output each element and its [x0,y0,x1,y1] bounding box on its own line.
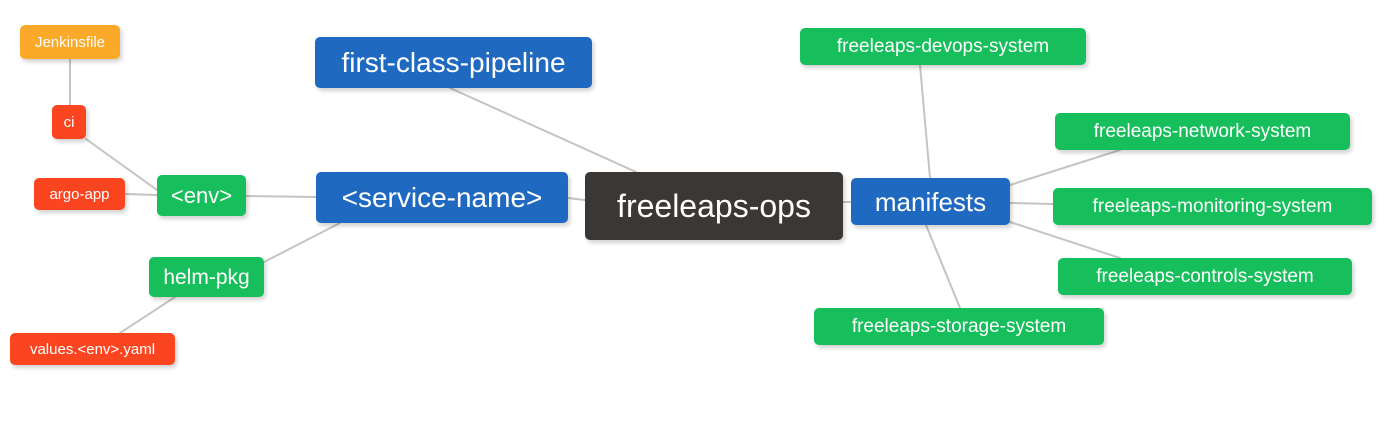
node-argo-app[interactable]: argo-app [34,178,125,210]
node-label-network-system: freeleaps-network-system [1093,121,1312,142]
edge-manifests-to-network-system [1009,149,1121,186]
node-label-freeleaps-ops: freeleaps-ops [617,188,811,224]
node-label-argo-app: argo-app [49,185,110,203]
node-label-monitoring-system: freeleaps-monitoring-system [1092,196,1333,217]
edge-env-to-service-name [245,195,317,198]
node-label-env: <env> [170,182,233,208]
edge-helm-pkg-to-service-name [263,222,341,263]
node-label-values-env-yaml: values.<env>.yaml [29,340,156,358]
node-label-service-name: <service-name> [341,181,543,213]
node-manifests[interactable]: manifests [851,178,1010,225]
node-label-ci: ci [63,113,75,131]
node-freeleaps-ops[interactable]: freeleaps-ops [585,172,843,240]
edge-values-env-yaml-to-helm-pkg [119,296,176,334]
node-service-name[interactable]: <service-name> [316,172,568,223]
node-label-manifests: manifests [874,186,987,217]
edge-manifests-to-controls-system [1009,221,1121,259]
edge-manifests-to-storage-system [925,224,961,309]
edge-manifests-to-devops-system [919,64,931,179]
node-label-jenkinsfile: Jenkinsfile [34,33,106,51]
node-devops-system[interactable]: freeleaps-devops-system [800,28,1086,65]
node-label-helm-pkg: helm-pkg [163,265,250,289]
node-helm-pkg[interactable]: helm-pkg [149,257,264,297]
node-label-devops-system: freeleaps-devops-system [836,36,1050,57]
node-network-system[interactable]: freeleaps-network-system [1055,113,1350,150]
edge-manifests-to-monitoring-system [1009,202,1054,205]
node-label-first-class-pipeline: first-class-pipeline [341,46,566,78]
node-monitoring-system[interactable]: freeleaps-monitoring-system [1053,188,1372,225]
edge-argo-app-to-env [124,193,158,196]
node-env[interactable]: <env> [157,175,246,216]
edge-first-class-pipeline-to-freeleaps-ops [449,87,637,173]
node-label-controls-system: freeleaps-controls-system [1096,266,1314,287]
node-controls-system[interactable]: freeleaps-controls-system [1058,258,1352,295]
node-values-env-yaml[interactable]: values.<env>.yaml [10,333,175,365]
node-ci[interactable]: ci [52,105,86,139]
node-storage-system[interactable]: freeleaps-storage-system [814,308,1104,345]
node-jenkinsfile[interactable]: Jenkinsfile [20,25,120,59]
node-first-class-pipeline[interactable]: first-class-pipeline [315,37,592,88]
node-label-storage-system: freeleaps-storage-system [851,316,1067,337]
edge-service-name-to-freeleaps-ops [567,197,586,201]
